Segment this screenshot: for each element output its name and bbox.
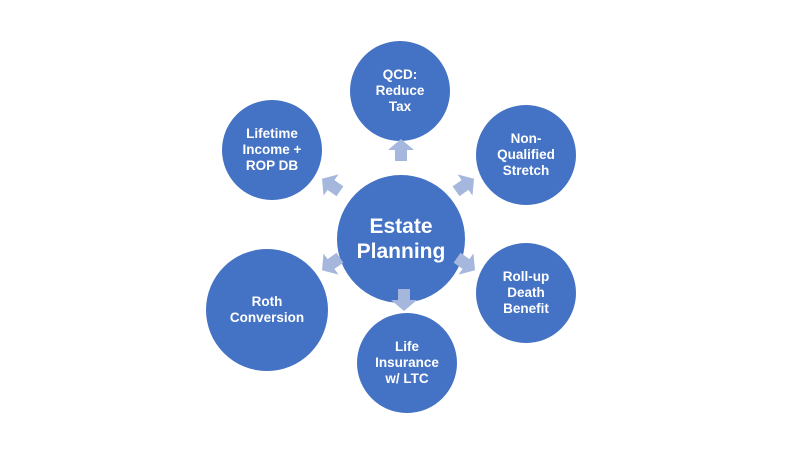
block-arrow-icon-top — [388, 139, 414, 161]
node-label: Life Insurance w/ LTC — [375, 339, 439, 386]
node-label: Non- Qualified Stretch — [497, 131, 555, 178]
node-label: Lifetime Income + ROP DB — [242, 126, 302, 173]
node-non-qualified-stretch: Non- Qualified Stretch — [476, 105, 576, 205]
block-arrow-icon-lower-left — [315, 247, 348, 281]
block-arrow-icon-lower-right — [450, 247, 483, 281]
center-node-estate-planning: Estate Planning — [337, 175, 465, 303]
node-lifetime-income-rop-db: Lifetime Income + ROP DB — [222, 100, 322, 200]
node-qcd-reduce-tax: QCD: Reduce Tax — [350, 41, 450, 141]
block-arrow-icon-bottom — [391, 289, 417, 311]
node-life-insurance-ltc: Life Insurance w/ LTC — [357, 313, 457, 413]
center-node-label: Estate Planning — [356, 215, 446, 263]
block-arrow-icon-upper-left — [315, 168, 348, 202]
node-label: QCD: Reduce Tax — [375, 67, 425, 114]
block-arrow-icon-upper-right — [449, 168, 482, 202]
node-label: Roll-up Death Benefit — [502, 269, 550, 316]
node-label: Roth Conversion — [229, 294, 305, 325]
node-roth-conversion: Roth Conversion — [206, 249, 328, 371]
node-roll-up-death-benefit: Roll-up Death Benefit — [476, 243, 576, 343]
